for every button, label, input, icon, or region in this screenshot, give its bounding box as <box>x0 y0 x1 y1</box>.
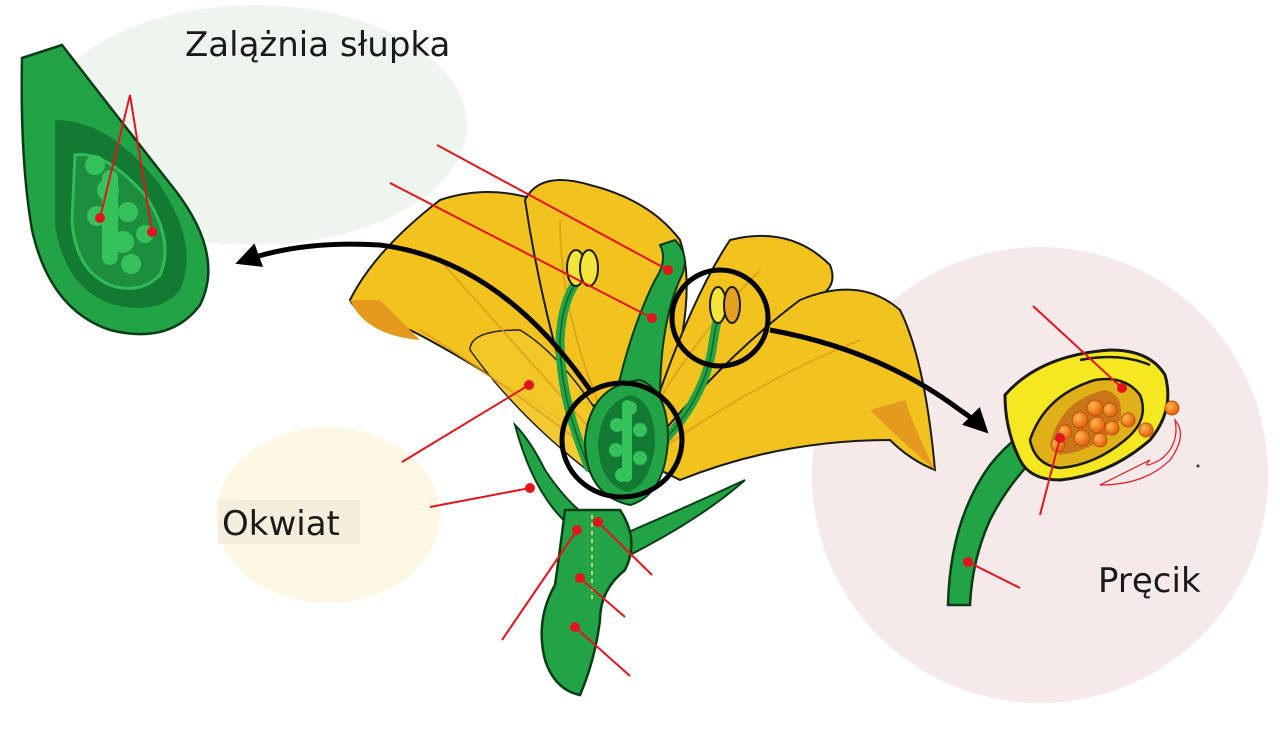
label-perianth: Okwiat <box>222 504 340 544</box>
label-perianth-bg <box>218 500 360 544</box>
sepal-left <box>513 421 587 532</box>
anther-left <box>566 249 599 287</box>
label-ovary: Zalążnia słupka <box>185 25 450 65</box>
stem <box>540 508 633 697</box>
sepal-right <box>608 479 746 562</box>
zoom-connectors <box>235 241 989 500</box>
ovary-detail <box>20 43 210 336</box>
petal-front-right <box>638 288 937 482</box>
leader-lines <box>95 94 1200 677</box>
label-stamen: Pręcik <box>1098 561 1201 601</box>
pollen-grains <box>1050 399 1180 453</box>
anther-right <box>709 286 741 324</box>
